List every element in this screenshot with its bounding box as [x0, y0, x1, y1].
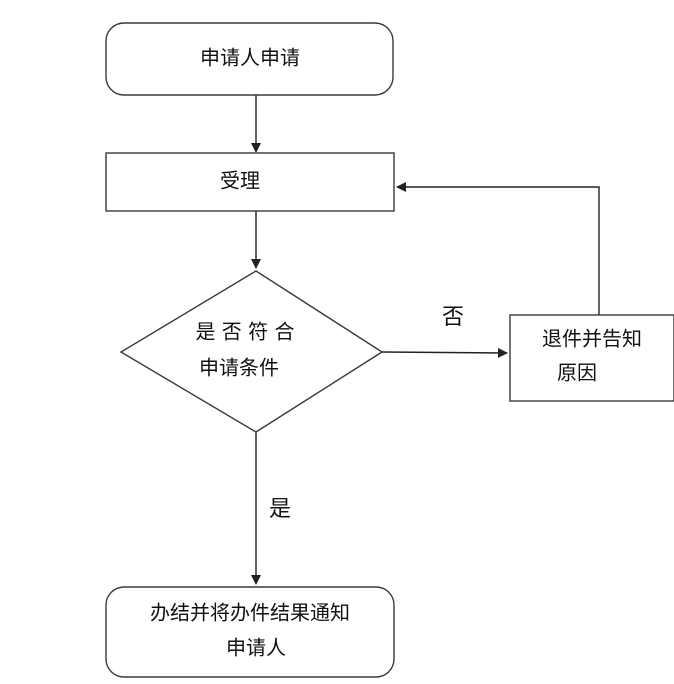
- reject-node-box: [509, 314, 674, 402]
- reject-label-line-1: 退件并告知: [542, 327, 642, 351]
- accept-node-label: 受理: [220, 169, 260, 193]
- decision-label-line-1: 是 否 符 合: [195, 320, 294, 344]
- start-node: 申请人申请: [105, 22, 394, 96]
- decision-node: 是 否 符 合 申请条件: [119, 270, 384, 433]
- accept-node-box: [105, 152, 395, 212]
- edge-label-yes: 是: [269, 497, 291, 522]
- accept-node: 受理: [105, 152, 395, 212]
- start-node-box: [105, 22, 394, 96]
- edge-label-no: 否: [442, 305, 464, 330]
- reject-node: 退件并告知 原因: [509, 314, 674, 402]
- edge-decision-to-reject: [381, 347, 508, 358]
- finish-node: 办结并将办件结果通知 申请人: [105, 586, 395, 678]
- finish-label-line-1: 办结并将办件结果通知: [150, 601, 350, 625]
- decision-label-line-2: 申请条件: [199, 356, 279, 380]
- decision-diamond: [119, 270, 384, 433]
- finish-label-line-2: 申请人: [226, 636, 286, 660]
- reject-label-line-2: 原因: [557, 361, 597, 385]
- edge-reject-to-accept: [396, 182, 600, 315]
- start-node-label: 申请人申请: [200, 46, 300, 70]
- finish-node-box: [105, 586, 395, 678]
